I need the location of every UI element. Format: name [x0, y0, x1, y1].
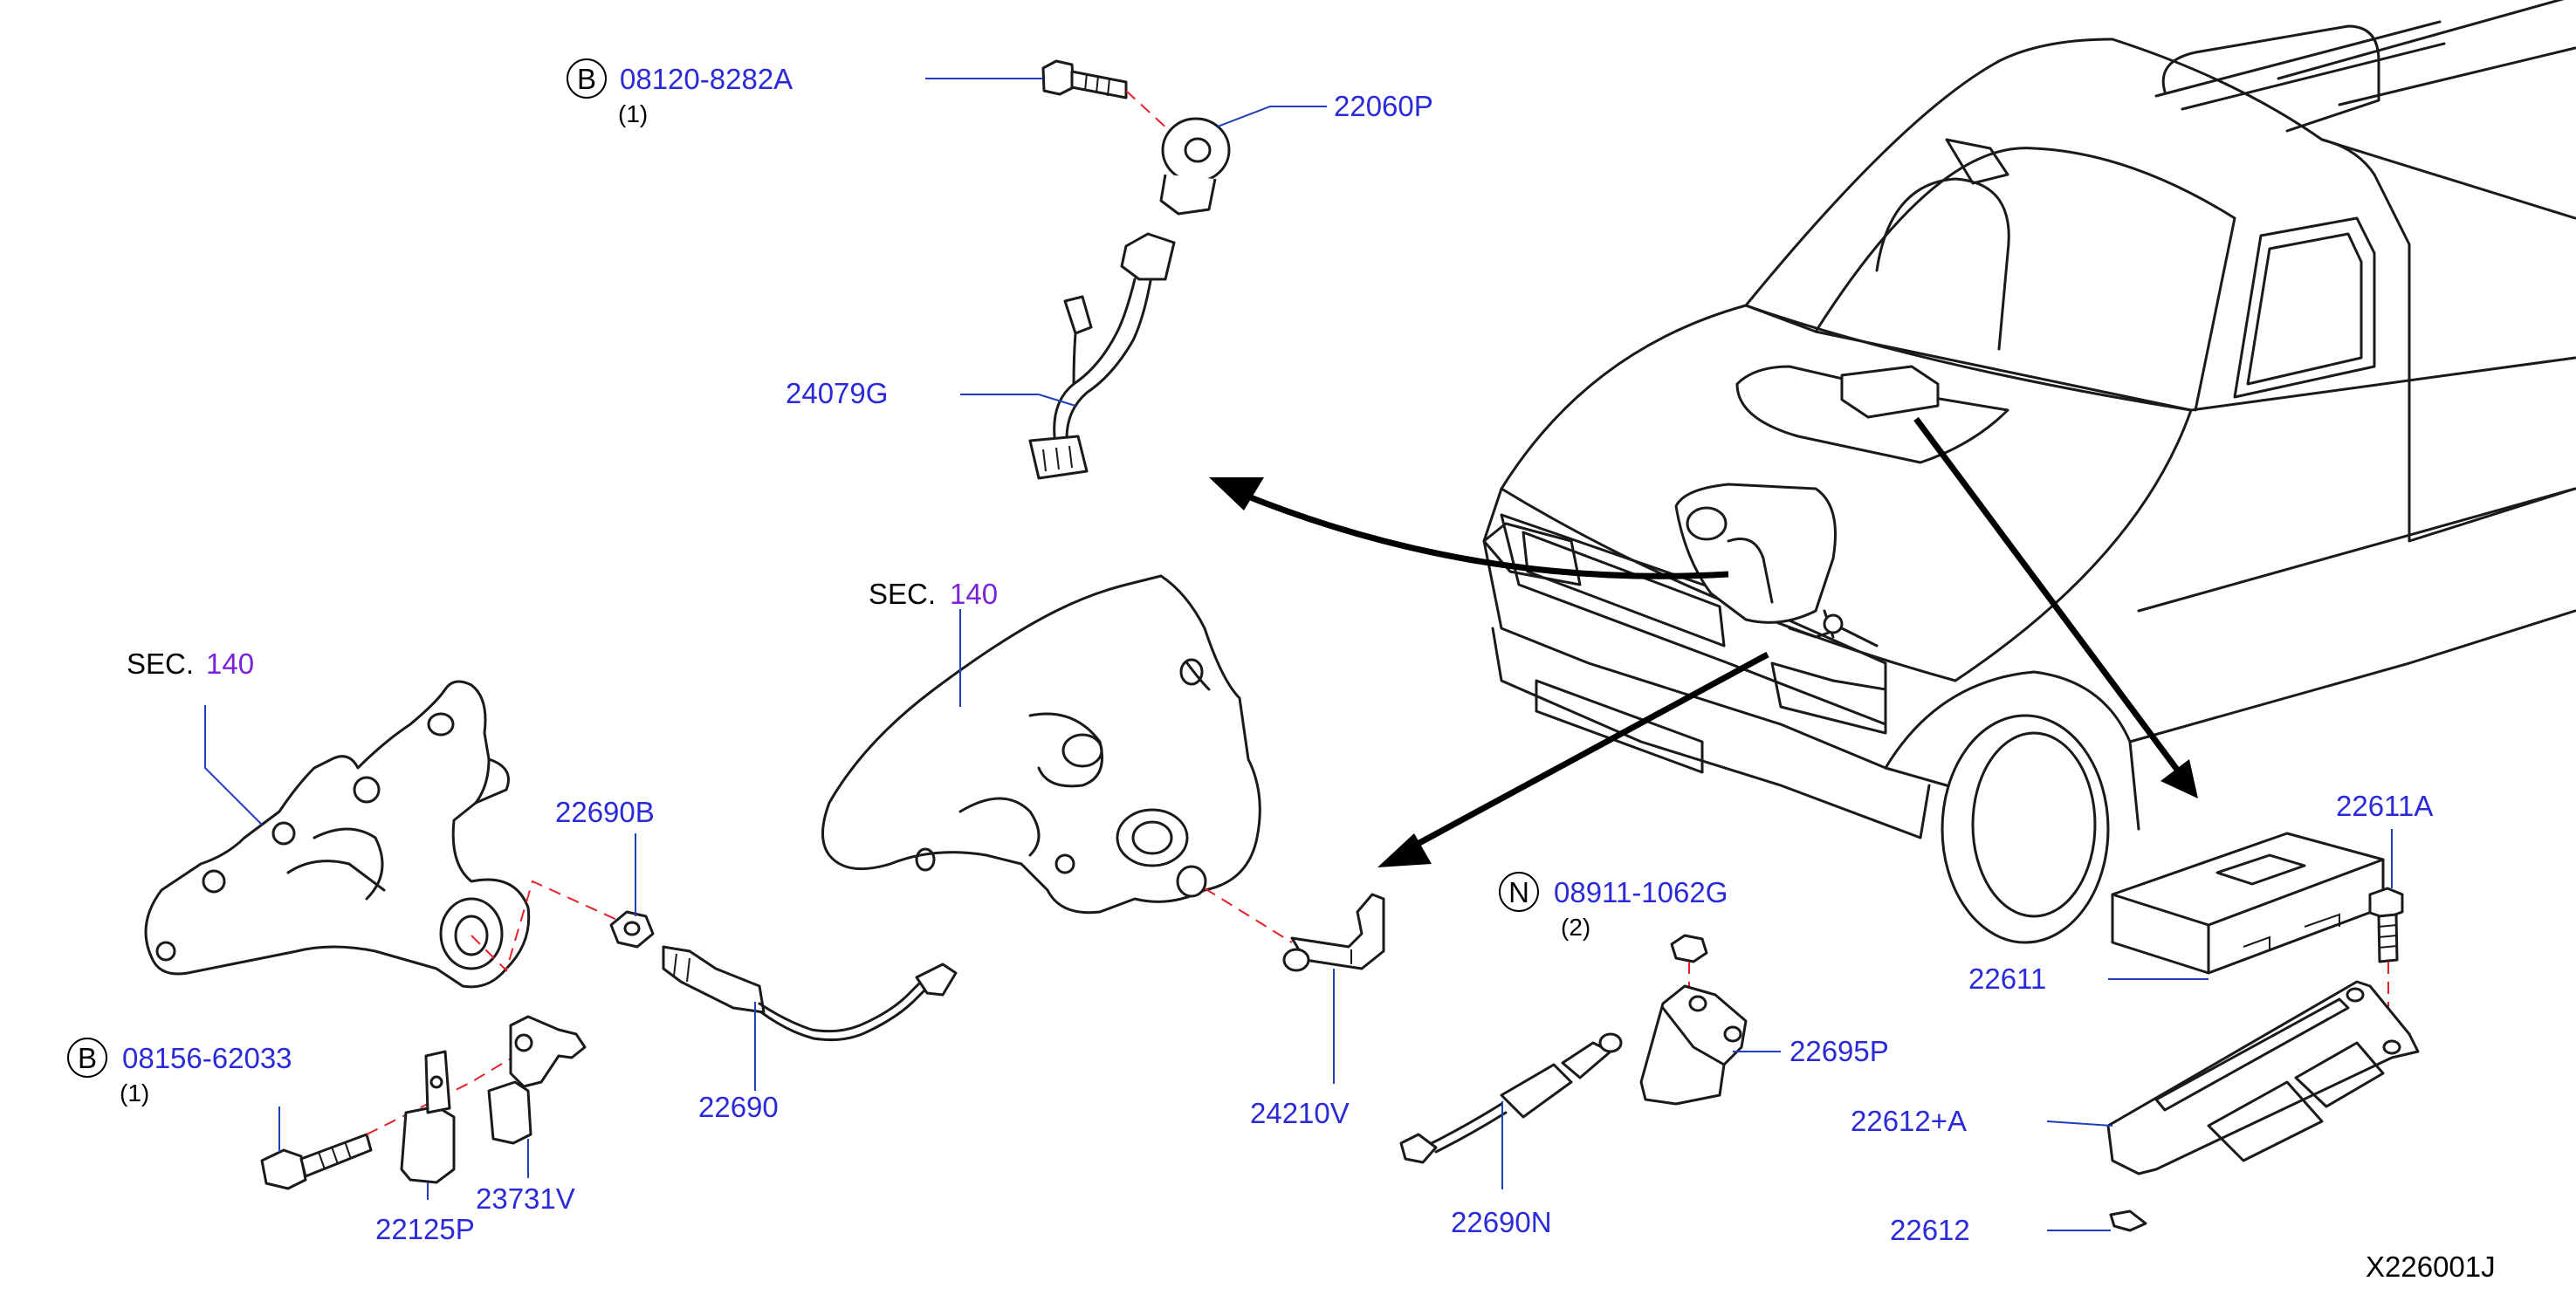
- label-24210V[interactable]: 24210V: [1250, 1097, 1350, 1129]
- harness-connector-top[interactable]: [1120, 232, 1176, 281]
- leader-lines: [204, 78, 2393, 1231]
- qty-bolt-top: (1): [618, 100, 648, 127]
- label-23731V[interactable]: 23731V: [476, 1182, 575, 1215]
- ecm-bracket[interactable]: [2106, 980, 2420, 1175]
- label-22690[interactable]: 22690: [698, 1091, 779, 1123]
- bolt-left[interactable]: [260, 1148, 307, 1190]
- label-22611[interactable]: 22611: [1968, 963, 2046, 995]
- sensor-n-group: [1399, 934, 1748, 1164]
- ecm-bolt[interactable]: [2368, 887, 2404, 920]
- callout-prefix-b-top: B: [577, 63, 596, 95]
- labels: B 08120-8282A (1) 22060P 24079G SEC. 140…: [67, 58, 2496, 1283]
- prefix-circle-n-right: [1499, 872, 1539, 912]
- label-22612[interactable]: 22612: [1890, 1214, 1970, 1246]
- ecm-clip[interactable]: [2109, 1209, 2147, 1232]
- label-08156-62033[interactable]: 08156-62033: [122, 1042, 292, 1074]
- ecm-box[interactable]: [2111, 832, 2385, 975]
- label-22611A[interactable]: 22611A: [2336, 790, 2433, 822]
- sec-number-center[interactable]: 140: [950, 578, 998, 610]
- prefix-circle-b-top: [567, 58, 607, 99]
- sensor-n[interactable]: [1399, 1133, 1438, 1164]
- crank-cam-sensors: [260, 1015, 587, 1190]
- arrows: [1209, 416, 2198, 867]
- arrow-to-bracket: [1395, 651, 1769, 859]
- label-22125P[interactable]: 22125P: [375, 1213, 475, 1245]
- harness-plug[interactable]: [1028, 435, 1089, 480]
- label-22690B[interactable]: 22690B: [555, 796, 655, 828]
- sensor-seal[interactable]: [609, 910, 655, 949]
- label-08911-1062G[interactable]: 08911-1062G: [1554, 876, 1728, 908]
- diagram-id: X226001J: [2366, 1250, 2496, 1283]
- bracket-24210V[interactable]: [1282, 893, 1385, 972]
- label-22695P[interactable]: 22695P: [1789, 1035, 1889, 1067]
- ecm-group: [2106, 832, 2420, 1232]
- exhaust-manifold-left: [144, 680, 629, 989]
- qty-nut-right: (2): [1561, 914, 1590, 941]
- callout-prefix-b-left: B: [78, 1042, 97, 1074]
- manifold-cover-center: [821, 574, 1293, 943]
- label-08120-8282A[interactable]: 08120-8282A: [620, 63, 793, 95]
- sensor-bracket[interactable]: [1639, 984, 1748, 1106]
- arrow-head-harness: [1209, 477, 1264, 510]
- prefix-circle-b-left: [67, 1038, 107, 1078]
- arrow-head-bracket: [1377, 833, 1432, 867]
- label-22060P[interactable]: 22060P: [1334, 90, 1433, 122]
- truck-illustration: [1482, 0, 2576, 944]
- bolt-top[interactable]: [1041, 59, 1075, 96]
- arrow-head-ecm: [2160, 759, 2198, 798]
- callout-prefix-n-right: N: [1508, 876, 1529, 908]
- knock-sensor-group: [1028, 59, 1231, 480]
- sec-number-left[interactable]: 140: [206, 648, 254, 680]
- crank-sensor[interactable]: [400, 1105, 456, 1184]
- o2-sensor-group: [609, 910, 958, 1041]
- label-22612A[interactable]: 22612+A: [1851, 1105, 1967, 1137]
- arrow-to-ecm: [1913, 416, 2185, 779]
- label-22690N[interactable]: 22690N: [1451, 1206, 1552, 1238]
- cover-nut[interactable]: [1176, 865, 1207, 898]
- qty-bolt-left: (1): [120, 1079, 149, 1107]
- sec-prefix-left: SEC.: [127, 648, 194, 680]
- cam-sensor[interactable]: [487, 1080, 532, 1145]
- arrow-to-harness: [1238, 490, 1729, 579]
- sec-prefix-center: SEC.: [869, 578, 936, 610]
- nut-right[interactable]: [1670, 934, 1708, 963]
- label-24079G[interactable]: 24079G: [786, 377, 888, 409]
- o2-sensor[interactable]: [662, 945, 766, 1014]
